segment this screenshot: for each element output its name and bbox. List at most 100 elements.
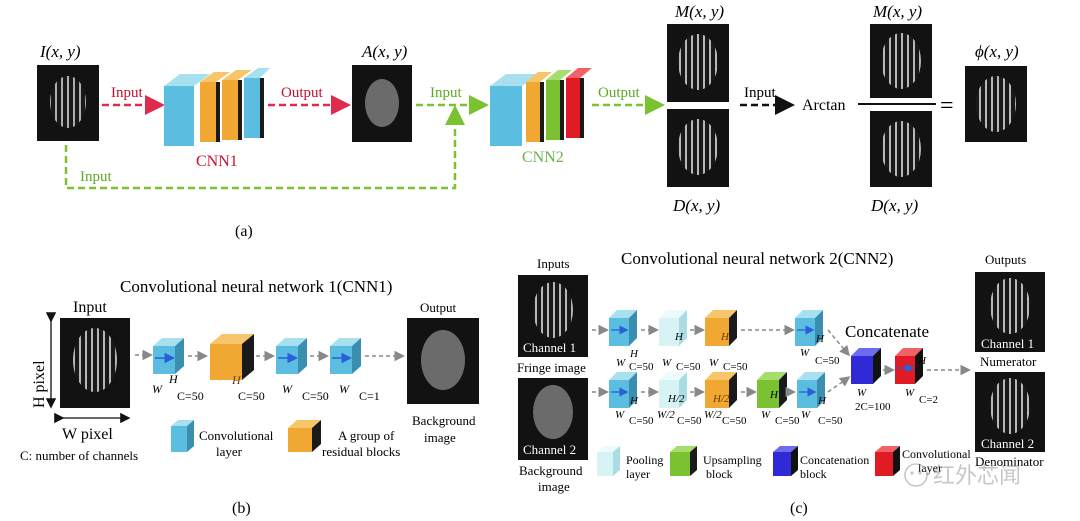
label-inputs: Inputs bbox=[537, 256, 570, 271]
conv-layer-final-c bbox=[895, 348, 923, 384]
legend-c-conv-1: Convolutional bbox=[902, 447, 971, 461]
dim-c-bot-2-h: H/2 bbox=[667, 393, 685, 405]
legend-c-pool-2: layer bbox=[626, 467, 650, 481]
legend-b-res-2: residual blocks bbox=[322, 444, 400, 459]
fringe-icon bbox=[976, 76, 1016, 132]
legend-c-pool-1: Pooling bbox=[626, 453, 663, 467]
label-channel-2: Channel 2 bbox=[523, 442, 576, 457]
label-output-green: Output bbox=[598, 85, 641, 101]
legend-conv-layer-red-c bbox=[875, 446, 900, 476]
label-out-channel-2: Channel 2 bbox=[981, 436, 1034, 451]
dim-c-bot-5-w: W bbox=[801, 409, 811, 421]
dim-c-bot-2-c: C=50 bbox=[677, 415, 702, 427]
wechat-watermark: 红外芯闻 bbox=[904, 463, 1021, 488]
arrow-input-green-bottom bbox=[64, 105, 465, 190]
label-cnn1: CNN1 bbox=[196, 153, 238, 170]
dim-c-top-2-w: W bbox=[662, 357, 672, 369]
label-dxy-2: D(x, y) bbox=[870, 196, 919, 215]
legend-c-cat-2: block bbox=[800, 467, 827, 481]
dim-b-1-h: H bbox=[168, 372, 179, 386]
dim-b-4-w: W bbox=[339, 382, 350, 396]
dim-b-4-c: C=1 bbox=[359, 389, 380, 403]
legend-b-conv-1: Convolutional bbox=[199, 428, 274, 443]
title-cnn2: Convolutional neural network 2(CNN2) bbox=[621, 249, 893, 268]
label-axy: A(x, y) bbox=[361, 42, 408, 61]
residual-block-b bbox=[210, 334, 254, 380]
legend-concatenation-block-c bbox=[773, 446, 798, 476]
legend-b-conv-2: layer bbox=[216, 444, 243, 459]
caption-a: (a) bbox=[235, 223, 253, 240]
dim-c-bot-3-w: W/2 bbox=[704, 409, 722, 421]
label-input-b: Input bbox=[73, 299, 107, 316]
dim-c-top-3-h: H bbox=[720, 331, 730, 343]
dim-c-bot-3-h: H/2 bbox=[712, 393, 730, 405]
conv-layer-c-bot-1 bbox=[609, 372, 637, 408]
label-concatenate: Concatenate bbox=[845, 322, 929, 341]
label-out-channel-1: Channel 1 bbox=[981, 336, 1034, 351]
label-phi: ϕ(x, y) bbox=[975, 42, 1019, 61]
label-input-black: Input bbox=[744, 85, 776, 101]
dim-b-1-w: W bbox=[152, 382, 163, 396]
dim-final-c: C=2 bbox=[919, 394, 938, 406]
title-cnn1: Convolutional neural network 1(CNN1) bbox=[120, 277, 392, 296]
label-denominator: Denominator bbox=[975, 454, 1044, 469]
dim-b-1-c: C=50 bbox=[177, 389, 204, 403]
panel-c: Convolutional neural network 2(CNN2) Inp… bbox=[517, 249, 1045, 517]
dim-c-bot-5-c: C=50 bbox=[818, 415, 843, 427]
arrow-c-merge-bot bbox=[827, 376, 851, 393]
dim-c-top-2-c: C=50 bbox=[676, 361, 701, 373]
label-equals: = bbox=[940, 93, 954, 119]
legend-residual-block-b bbox=[288, 420, 321, 452]
fringe-icon bbox=[678, 119, 718, 175]
dim-c-top-4-h: H bbox=[815, 333, 825, 345]
label-outputs: Outputs bbox=[985, 252, 1026, 267]
dim-c-top-1-w: W bbox=[616, 357, 626, 369]
label-input-red: Input bbox=[111, 85, 143, 101]
dim-c-top-4-w: W bbox=[800, 347, 810, 359]
fringe-icon bbox=[678, 34, 718, 90]
watermark-text: 红外芯闻 bbox=[933, 463, 1021, 488]
fringe-face-icon bbox=[50, 76, 86, 128]
dim-b-3-c: C=50 bbox=[302, 389, 329, 403]
fringe-icon bbox=[73, 328, 117, 392]
dim-c-bot-1-h: H bbox=[629, 395, 639, 407]
dim-c-bot-4-h: H bbox=[769, 389, 779, 401]
label-background-2: image bbox=[538, 479, 570, 494]
fringe-icon bbox=[881, 33, 921, 89]
dim-b-2-h: H bbox=[231, 373, 242, 387]
legend-c-cat-1: Concatenation bbox=[800, 453, 869, 467]
dim-c-bot-1-c: C=50 bbox=[629, 415, 654, 427]
dim-c-top-4-c: C=50 bbox=[815, 355, 840, 367]
residual-block-c-top bbox=[705, 310, 737, 346]
legend-b-res-1: A group of bbox=[338, 428, 395, 443]
caption-b: (b) bbox=[232, 500, 251, 517]
legend-upsampling-block-c bbox=[670, 446, 697, 476]
panel-b: Convolutional neural network 1(CNN1) Inp… bbox=[20, 277, 479, 517]
upsampling-block-c bbox=[757, 372, 787, 408]
label-background-1: Background bbox=[519, 463, 583, 478]
legend-c-conv-2: layer bbox=[918, 461, 942, 475]
dim-final-w: W bbox=[905, 387, 915, 399]
dim-c-bot-2-w: W/2 bbox=[657, 409, 675, 421]
label-numerator: Numerator bbox=[980, 354, 1037, 369]
legend-pooling-layer-c bbox=[597, 446, 620, 476]
dim-b-2-c: C=50 bbox=[238, 389, 265, 403]
dim-c-bot-1-w: W bbox=[615, 409, 625, 421]
conv-layer-b-3 bbox=[330, 338, 361, 374]
label-dxy-1: D(x, y) bbox=[672, 196, 721, 215]
dim-c-top-1-h: H bbox=[629, 348, 639, 360]
fringe-icon bbox=[990, 378, 1030, 434]
label-mxy-1: M(x, y) bbox=[674, 2, 724, 21]
fringe-icon bbox=[990, 278, 1030, 334]
arrow-c-merge-top bbox=[827, 329, 850, 357]
fringe-icon bbox=[881, 121, 921, 177]
label-input-green-bottom: Input bbox=[80, 169, 112, 185]
cnn1-stack bbox=[164, 68, 270, 146]
legend-conv-layer-b bbox=[171, 420, 194, 452]
cnn2-stack bbox=[490, 68, 592, 146]
conv-layer-b-1 bbox=[153, 338, 184, 374]
dim-c-top-3-w: W bbox=[709, 357, 719, 369]
dim-c-bot-4-c: C=50 bbox=[775, 415, 800, 427]
label-w-pixel: W pixel bbox=[62, 426, 113, 443]
